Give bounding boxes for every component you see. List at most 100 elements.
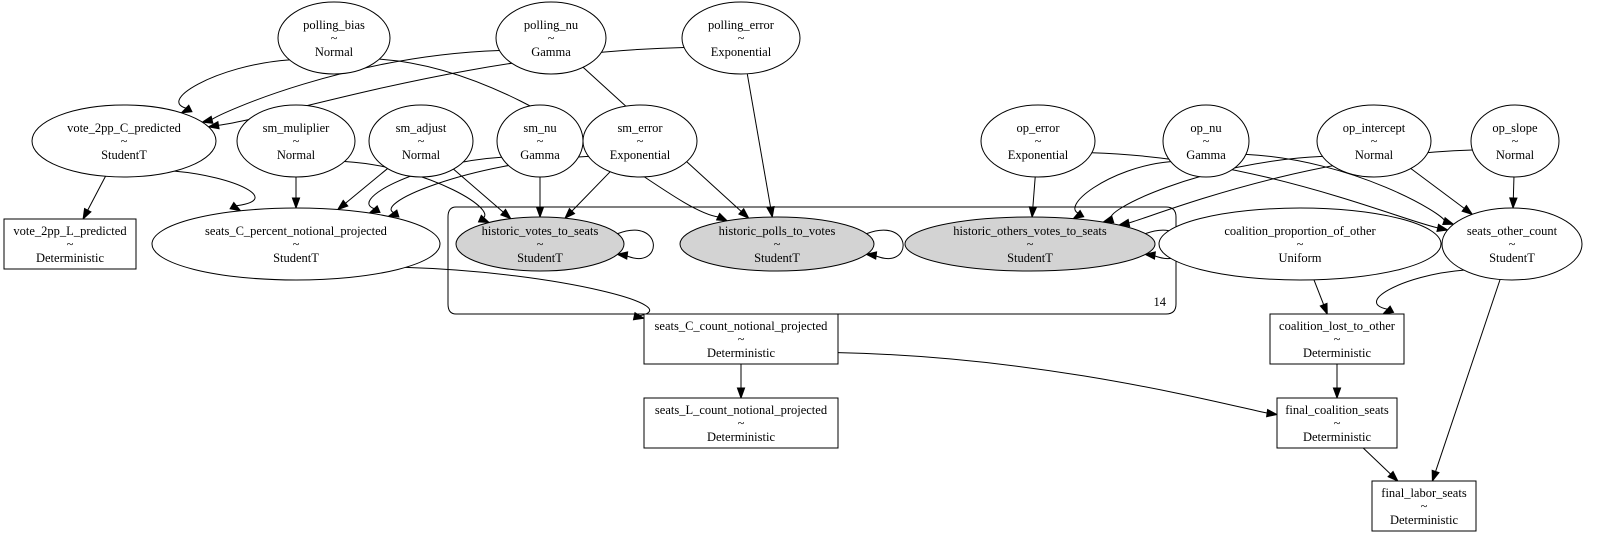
- node-ellipse: [582, 104, 698, 178]
- arrowhead: [499, 208, 512, 220]
- node-seats_L_count_notional_projected: seats_L_count_notional_projected~Determi…: [643, 397, 839, 449]
- node-name: sm_error: [617, 121, 663, 135]
- node-distribution: Gamma: [1186, 148, 1226, 162]
- node-name: op_intercept: [1343, 121, 1406, 135]
- node-sm_nu: sm_nu~Gamma: [496, 104, 584, 178]
- arrowhead: [1509, 197, 1518, 210]
- edge-line: [344, 160, 486, 220]
- node-tilde: ~: [774, 237, 781, 251]
- edge-vote_2pp_C_predicted-to-vote_2pp_L_predicted: [82, 176, 106, 221]
- edge-op_nu-to-seats_other_count: [1245, 153, 1455, 226]
- node-polling_nu: polling_nu~Gamma: [495, 1, 607, 75]
- edge-op_nu-to-historic_others_votes_to_seats: [1072, 161, 1171, 220]
- arrowhead: [1266, 408, 1279, 418]
- node-name: polling_nu: [524, 18, 579, 32]
- node-tilde: ~: [1035, 134, 1042, 148]
- edge-line: [866, 229, 904, 259]
- node-op_intercept: op_intercept~Normal: [1316, 104, 1432, 178]
- node-distribution: Normal: [402, 148, 441, 162]
- edge-vote_2pp_C_predicted-to-seats_C_percent_notional_projected: [174, 170, 256, 212]
- arrowhead: [1319, 302, 1328, 316]
- node-name: sm_muliplier: [263, 121, 331, 135]
- node-tilde: ~: [331, 31, 338, 45]
- arrowhead: [180, 104, 193, 114]
- node-distribution: StudentT: [273, 251, 319, 265]
- node-ellipse: [31, 104, 217, 178]
- node-name: historic_others_votes_to_seats: [953, 224, 1107, 238]
- edge-line: [1313, 279, 1325, 306]
- node-distribution: Normal: [1496, 148, 1535, 162]
- edge-sm_adjust-to-seats_C_percent_notional_projected: [336, 168, 388, 211]
- edge-line: [570, 171, 611, 213]
- arrowhead: [736, 387, 746, 400]
- edge-polling_bias-to-vote_2pp_C_predicted: [178, 59, 290, 114]
- node-name: historic_votes_to_seats: [482, 224, 599, 238]
- edge-seats_C_percent_notional_projected-to-seats_C_count_notional_projected: [405, 266, 651, 321]
- node-vote_2pp_L_predicted: vote_2pp_L_predicted~Deterministic: [3, 218, 137, 270]
- node-coalition_proportion_of_other: coalition_proportion_of_other~Uniform: [1158, 207, 1442, 281]
- node-tilde: ~: [293, 237, 300, 251]
- node-distribution: Gamma: [531, 45, 571, 59]
- node-seats_other_count: seats_other_count~StudentT: [1441, 207, 1583, 281]
- node-name: sm_nu: [523, 121, 557, 135]
- node-distribution: Uniform: [1278, 251, 1321, 265]
- edge-line: [453, 168, 505, 214]
- node-seats_C_percent_notional_projected: seats_C_percent_notional_projected~Stude…: [151, 207, 441, 281]
- arrowhead: [368, 204, 381, 214]
- nodes: polling_bias~Normalpolling_nu~Gammapolli…: [3, 1, 1583, 532]
- node-tilde: ~: [738, 416, 745, 430]
- node-ellipse: [495, 1, 607, 75]
- node-tilde: ~: [548, 31, 555, 45]
- node-name: vote_2pp_L_predicted: [13, 224, 127, 238]
- node-name: vote_2pp_C_predicted: [67, 121, 182, 135]
- arrowhead: [1101, 214, 1115, 224]
- node-box: [1371, 480, 1477, 532]
- edge-line: [1110, 155, 1323, 220]
- node-op_nu: op_nu~Gamma: [1162, 104, 1250, 178]
- arrowhead: [766, 205, 775, 219]
- node-historic_others_votes_to_seats: historic_others_votes_to_seats~StudentT: [904, 216, 1156, 272]
- node-distribution: Deterministic: [1390, 513, 1458, 527]
- edge-seats_other_count-to-final_labor_seats: [1431, 279, 1501, 483]
- node-tilde: ~: [1027, 237, 1034, 251]
- arrowhead: [386, 209, 400, 218]
- node-seats_C_count_notional_projected: seats_C_count_notional_projected~Determi…: [643, 313, 839, 365]
- edge-op_slope-to-seats_other_count: [1509, 176, 1518, 210]
- node-name: op_slope: [1492, 121, 1538, 135]
- edge-seats_other_count-to-coalition_lost_to_other: [1376, 269, 1464, 315]
- arrowhead: [563, 207, 576, 220]
- node-name: coalition_lost_to_other: [1279, 319, 1396, 333]
- arrowhead: [291, 197, 301, 210]
- arrowhead: [715, 212, 729, 222]
- node-distribution: Deterministic: [1303, 430, 1371, 444]
- node-tilde: ~: [1203, 134, 1210, 148]
- node-ellipse: [368, 104, 474, 178]
- node-ellipse: [1470, 104, 1560, 178]
- edge-line: [746, 73, 772, 209]
- node-name: seats_C_percent_notional_projected: [205, 224, 388, 238]
- arrowhead: [1332, 387, 1342, 400]
- node-final_coalition_seats: final_coalition_seats~Deterministic: [1276, 397, 1398, 449]
- node-name: final_labor_seats: [1381, 486, 1467, 500]
- edge-polling_nu-to-vote_2pp_C_predicted: [200, 49, 500, 124]
- node-ellipse: [980, 104, 1096, 178]
- node-historic_polls_to_votes: historic_polls_to_votes~StudentT: [679, 216, 875, 272]
- node-tilde: ~: [293, 134, 300, 148]
- edge-line: [1074, 161, 1171, 215]
- node-sm_error: sm_error~Exponential: [582, 104, 698, 178]
- edge-op_intercept-to-historic_others_votes_to_seats: [1101, 155, 1323, 224]
- arrowhead: [632, 311, 646, 321]
- arrowhead: [1461, 204, 1474, 216]
- arrowhead: [1387, 470, 1399, 483]
- node-distribution: Deterministic: [707, 430, 775, 444]
- edge-line: [1032, 176, 1036, 209]
- node-name: coalition_proportion_of_other: [1224, 224, 1376, 238]
- edge-sm_nu-to-seats_C_percent_notional_projected: [368, 156, 502, 214]
- node-tilde: ~: [418, 134, 425, 148]
- arrowhead: [1072, 209, 1085, 220]
- plate: 14: [447, 206, 1177, 315]
- edge-sm_muliplier-to-historic_votes_to_seats: [344, 160, 491, 224]
- node-ellipse: [1158, 207, 1442, 281]
- node-ellipse: [151, 207, 441, 281]
